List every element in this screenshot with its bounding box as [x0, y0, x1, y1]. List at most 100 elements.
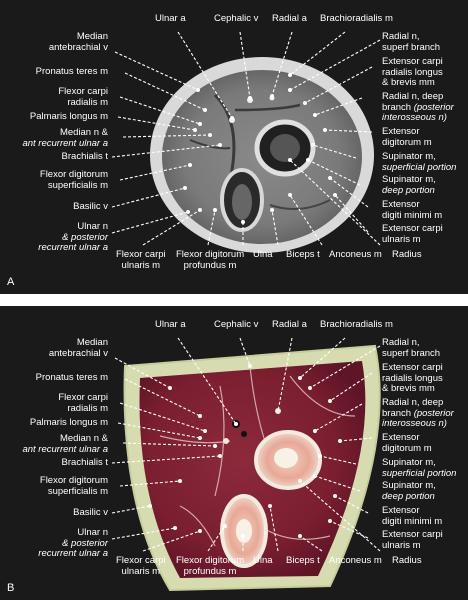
- text-line: superf branch: [382, 41, 441, 53]
- label-ulna: Ulna: [253, 555, 273, 566]
- label-radial-a: Radial a: [272, 319, 307, 330]
- label-brachialis-t: Brachialis t: [61, 457, 108, 468]
- label-pronatus-teres-m: Pronatus teres m: [35, 372, 108, 383]
- label-brachialis-t: Brachialis t: [61, 151, 108, 162]
- label-radius: Radius: [392, 555, 422, 566]
- text-line: deep portion: [382, 490, 435, 502]
- label-extensor-carpi-radialis: Extensor carpi radialis longus & brevis …: [382, 362, 443, 395]
- text-line: (posterior: [413, 101, 454, 113]
- label-extensor-digiti-minimi-m: Extensor digiti minimi m: [382, 199, 443, 221]
- text-line: Flexor carpi: [58, 392, 108, 403]
- label-flexor-digitorum-superficialis-m: Flexor digitorum superficialis m: [40, 475, 108, 497]
- label-flexor-carpi-ulnaris-m: Flexor carpi ulnaris m: [116, 249, 166, 271]
- label-flexor-carpi-ulnaris-m: Flexor carpi ulnaris m: [116, 555, 166, 577]
- label-anconeus-m: Anconeus m: [329, 555, 382, 566]
- label-median-antebrachial-v: Median antebrachial v: [48, 337, 108, 359]
- text-line: & brevis mm: [382, 383, 435, 394]
- text-line: & brevis mm: [382, 77, 435, 88]
- text-line: Ulnar n: [77, 527, 108, 538]
- label-basilic-v: Basilic v: [73, 201, 108, 212]
- label-cephalic-v: Cephalic v: [214, 319, 259, 330]
- text-line: Extensor carpi: [382, 529, 443, 540]
- text-line: ant recurrent ulnar a: [22, 443, 108, 455]
- label-biceps-t: Biceps t: [286, 555, 320, 566]
- text-line: ulnaris m: [382, 233, 421, 245]
- text-line: superficialis m: [47, 485, 108, 497]
- label-radial-a: Radial a: [272, 13, 307, 24]
- text-line: profundus m: [183, 565, 237, 577]
- label-ulnar-n: Ulnar n & posterior recurrent ulnar a: [38, 527, 108, 560]
- text-line: deep portion: [382, 184, 435, 196]
- text-line: Flexor digitorum: [176, 249, 245, 260]
- label-biceps-t: Biceps t: [286, 249, 320, 260]
- leader-lines: [111, 31, 381, 246]
- label-supinator-deep: Supinator m, deep portion: [382, 480, 436, 502]
- text-line: radialis longus: [382, 372, 443, 384]
- anatomic-cross-section: [111, 337, 381, 592]
- label-median-n: Median n & ant recurrent ulnar a: [22, 127, 108, 149]
- text-line: superficial portion: [382, 161, 457, 173]
- label-flexor-carpi-radialis-m: Flexor carpi radialis m: [58, 392, 108, 414]
- mri-cross-section: [111, 31, 381, 253]
- label-radial-n-superf-branch: Radial n, superf branch: [382, 31, 441, 53]
- text-line: Extensor: [382, 432, 420, 443]
- label-median-n: Median n & ant recurrent ulnar a: [22, 433, 108, 455]
- text-line: Extensor carpi: [382, 362, 443, 373]
- text-line: Radial n,: [382, 31, 420, 42]
- label-brachioradialis-m: Brachioradialis m: [320, 319, 393, 330]
- text-line: digitorum m: [382, 442, 432, 454]
- text-line: antebrachial v: [48, 347, 108, 359]
- text-line: Median: [76, 31, 108, 42]
- label-median-antebrachial-v: Median antebrachial v: [48, 31, 108, 53]
- label-extensor-digiti-minimi-m: Extensor digiti minimi m: [382, 505, 443, 527]
- leader-lines: [111, 337, 381, 552]
- label-extensor-digitorum-m: Extensor digitorum m: [382, 126, 432, 148]
- label-basilic-v: Basilic v: [73, 507, 108, 518]
- text-line: Supinator m,: [382, 174, 436, 185]
- text-line: Flexor carpi: [116, 555, 166, 566]
- text-line: & posterior: [62, 537, 108, 549]
- panel-a-mri: Ulnar a Cephalic v Radial a Brachioradia…: [0, 0, 468, 294]
- text-line: Extensor: [382, 126, 420, 137]
- text-line: superficial portion: [382, 467, 457, 479]
- text-line: branch: [382, 407, 412, 419]
- text-line: Extensor: [382, 199, 420, 210]
- label-supinator-superficial: Supinator m, superficial portion: [382, 151, 457, 173]
- panel-letter: A: [7, 276, 15, 288]
- text-line: Median: [76, 337, 108, 348]
- text-line: superf branch: [382, 347, 441, 359]
- text-line: (posterior: [413, 407, 454, 419]
- text-line: Flexor carpi: [58, 86, 108, 97]
- text-line: radialis m: [67, 96, 108, 108]
- text-line: Extensor: [382, 505, 420, 516]
- text-line: radialis m: [67, 402, 108, 414]
- label-flexor-digitorum-profundus-m: Flexor digitorum profundus m: [176, 555, 245, 577]
- label-ulnar-a: Ulnar a: [155, 319, 186, 330]
- text-line: ulnaris m: [121, 565, 161, 577]
- text-line: ant recurrent ulnar a: [22, 137, 108, 149]
- label-supinator-deep: Supinator m, deep portion: [382, 174, 436, 196]
- label-radius: Radius: [392, 249, 422, 260]
- text-line: interosseous n): [382, 112, 447, 123]
- muscle-area: [139, 361, 366, 578]
- label-ulna: Ulna: [253, 249, 273, 260]
- text-line: Radial n, deep: [382, 397, 444, 408]
- text-line: antebrachial v: [48, 41, 108, 53]
- label-palmaris-longus-m: Palmaris longus m: [29, 111, 108, 122]
- label-flexor-digitorum-superficialis-m: Flexor digitorum superficialis m: [39, 169, 108, 191]
- text-line: Median n &: [59, 433, 108, 444]
- text-line: branch: [382, 101, 412, 113]
- text-line: Flexor digitorum: [39, 169, 108, 180]
- text-line: digiti minimi m: [382, 515, 443, 527]
- text-line: Supinator m,: [382, 457, 436, 468]
- text-line: digiti minimi m: [382, 209, 443, 221]
- text-line: Flexor digitorum: [176, 555, 245, 566]
- text-line: Flexor carpi: [116, 249, 166, 260]
- text-line: superficialis m: [47, 179, 108, 191]
- text-line: recurrent ulnar a: [38, 548, 108, 559]
- text-line: & posterior: [62, 231, 108, 243]
- label-ulnar-n: Ulnar n & posterior recurrent ulnar a: [38, 221, 108, 254]
- text-line: recurrent ulnar a: [38, 242, 108, 253]
- text-line: Radial n, deep: [382, 91, 444, 102]
- text-line: Radial n,: [382, 337, 420, 348]
